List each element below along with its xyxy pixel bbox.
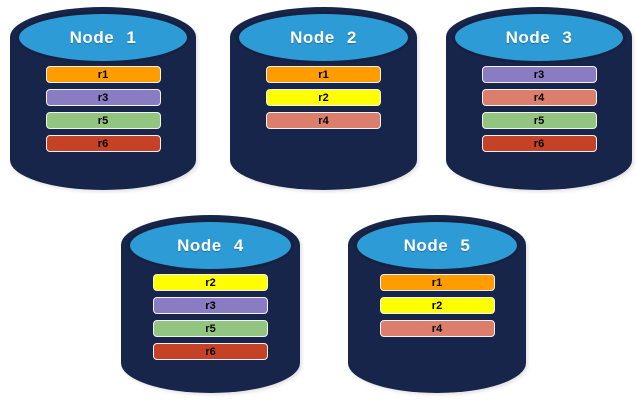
node-cylinder-4: Node 4 r2 r3 r5 r6 (121, 215, 300, 393)
replica-bar-r5: r5 (45, 112, 161, 129)
node-label: Node 2 (290, 27, 357, 47)
node-top-ellipse: Node 1 (16, 11, 190, 64)
node-cylinder-5: Node 5 r1 r2 r4 (348, 215, 526, 393)
replica-bar-r3: r3 (153, 297, 268, 314)
node-top-ellipse: Node 4 (127, 219, 294, 272)
replica-bar-r4: r4 (481, 89, 597, 106)
node-cylinder-2: Node 2 r1 r2 r4 (230, 7, 417, 190)
replica-bar-r5: r5 (481, 112, 597, 129)
replica-bar-r1: r1 (45, 66, 161, 83)
replica-bar-r1: r1 (379, 274, 495, 291)
node-cylinder-1: Node 1 r1 r3 r5 r6 (10, 7, 196, 190)
replica-list: r2 r3 r5 r6 (121, 274, 300, 360)
replica-bar-r2: r2 (266, 89, 381, 106)
node-cylinder-3: Node 3 r3 r4 r5 r6 (446, 7, 632, 190)
replica-bar-r4: r4 (379, 320, 495, 337)
replica-list: r3 r4 r5 r6 (446, 66, 632, 152)
replica-bar-r3: r3 (481, 66, 597, 83)
node-top-ellipse: Node 3 (452, 11, 626, 64)
replica-bar-r2: r2 (153, 274, 268, 291)
replica-bar-r6: r6 (153, 343, 268, 360)
node-label: Node 1 (69, 27, 137, 47)
node-top-ellipse: Node 2 (236, 11, 411, 64)
replica-bar-r6: r6 (45, 135, 161, 152)
node-top-ellipse: Node 5 (354, 219, 520, 272)
replica-bar-r1: r1 (266, 66, 381, 83)
replica-list: r1 r2 r4 (230, 66, 417, 129)
replica-bar-r6: r6 (481, 135, 597, 152)
replica-list: r1 r2 r4 (348, 274, 526, 337)
node-label: Node 3 (505, 27, 573, 47)
replica-bar-r4: r4 (266, 112, 381, 129)
node-label: Node 4 (177, 235, 244, 255)
replica-list: r1 r3 r5 r6 (10, 66, 196, 152)
node-label: Node 5 (403, 235, 471, 255)
replica-bar-r3: r3 (45, 89, 161, 106)
replica-bar-r5: r5 (153, 320, 268, 337)
replica-bar-r2: r2 (379, 297, 495, 314)
